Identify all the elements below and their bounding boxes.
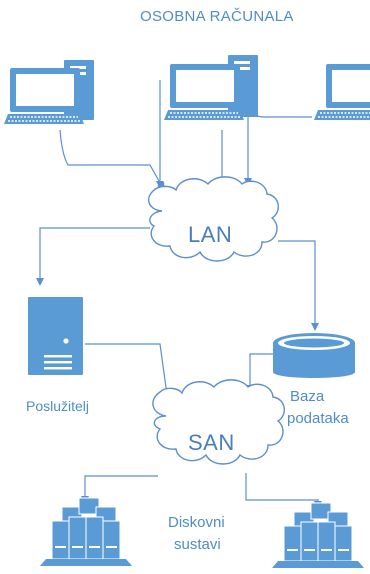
- pc-center-icon: [164, 55, 258, 120]
- san-label: SAN: [188, 430, 235, 455]
- lan-to-server-arrow: [36, 227, 150, 286]
- lan-to-database-arrow: [278, 240, 319, 331]
- san-to-storage-right-arrow: [245, 473, 322, 509]
- diagram-title: OSOBNA RAČUNALA: [140, 8, 294, 25]
- database-label-line2: podataka: [287, 410, 349, 427]
- storage-label-line1: Diskovni: [168, 514, 225, 531]
- san-to-storage-left-arrow: [81, 475, 158, 504]
- server-icon: [28, 297, 83, 375]
- database-label-line1: Baza: [290, 388, 325, 405]
- server-to-san-arrow: [85, 343, 172, 403]
- database-icon: [273, 333, 355, 378]
- pc-left-icon: [4, 60, 94, 124]
- pc-left-to-lan-arrow: [59, 129, 165, 191]
- san-cloud: [152, 379, 285, 465]
- storage-right-icon: [272, 502, 364, 568]
- lan-cloud: [148, 176, 279, 262]
- storage-left-icon: [40, 497, 132, 566]
- lan-label: LAN: [188, 222, 233, 247]
- pc-right-icon: [314, 64, 370, 120]
- database-to-san-arrow: [246, 353, 273, 393]
- storage-label-line2: sustavi: [174, 536, 221, 553]
- server-label: Poslužitelj: [26, 398, 90, 414]
